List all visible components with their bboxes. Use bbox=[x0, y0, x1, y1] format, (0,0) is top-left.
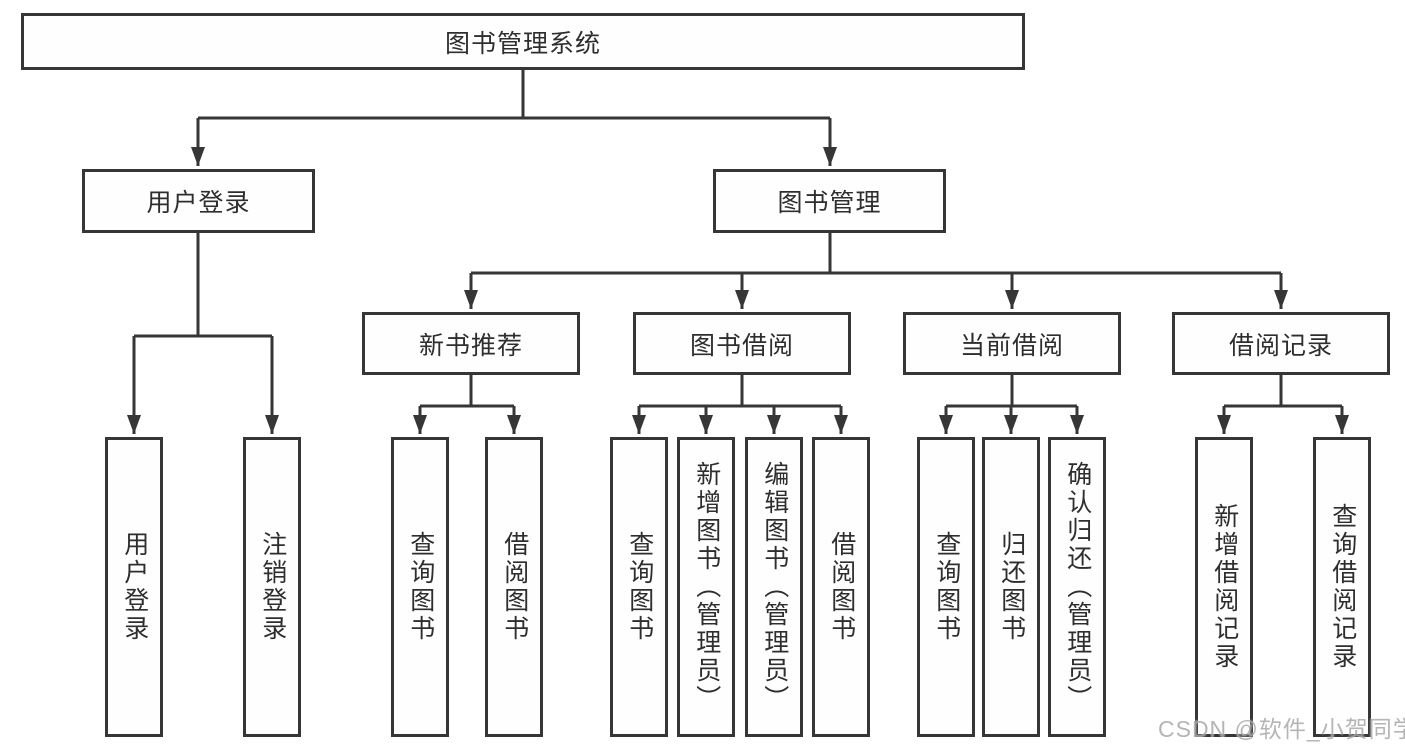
node-book-management: 图书管理 bbox=[713, 169, 946, 233]
leaf-label: 借阅图书 bbox=[500, 531, 529, 643]
node-label: 用户登录 bbox=[146, 189, 251, 217]
node-label: 借阅记录 bbox=[1228, 331, 1333, 360]
node-label: 当前借阅 bbox=[959, 331, 1064, 360]
node-user-login: 用户登录 bbox=[82, 169, 315, 233]
leaf-edit-book-admin: 编辑图书（管理员） bbox=[745, 437, 803, 737]
leaf-return-book: 归还图书 bbox=[982, 437, 1040, 737]
leaf-borrow-books-recommend: 借阅图书 bbox=[485, 437, 543, 737]
leaf-query-books-borrow: 查询图书 bbox=[610, 437, 668, 737]
leaf-add-book-admin: 新增图书（管理员） bbox=[677, 437, 735, 737]
leaf-add-borrow-record: 新增借阅记录 bbox=[1195, 437, 1253, 737]
node-library-management-system: 图书管理系统 bbox=[21, 13, 1025, 70]
leaf-label: 归还图书 bbox=[997, 531, 1026, 643]
leaf-label: 编辑图书（管理员） bbox=[760, 461, 789, 713]
leaf-label: 查询图书 bbox=[932, 531, 961, 643]
leaf-label: 注销登录 bbox=[258, 531, 287, 643]
leaf-borrow-books: 借阅图书 bbox=[812, 437, 870, 737]
leaf-label: 新增图书（管理员） bbox=[692, 461, 721, 713]
leaf-label: 查询图书 bbox=[625, 531, 654, 643]
leaf-label: 借阅图书 bbox=[827, 531, 856, 643]
leaf-user-login: 用户登录 bbox=[105, 437, 163, 737]
leaf-query-borrow-record: 查询借阅记录 bbox=[1313, 437, 1371, 737]
leaf-query-books-current: 查询图书 bbox=[917, 437, 975, 737]
leaf-logout: 注销登录 bbox=[243, 437, 301, 737]
leaf-query-books-recommend: 查询图书 bbox=[391, 437, 449, 737]
leaf-label: 用户登录 bbox=[120, 531, 149, 643]
csdn-watermark: CSDN @软件_小贺同学 bbox=[1158, 716, 1405, 742]
node-label: 图书管理 bbox=[777, 189, 882, 217]
node-new-book-recommend: 新书推荐 bbox=[362, 312, 580, 375]
node-label: 图书借阅 bbox=[689, 331, 794, 360]
leaf-confirm-return-admin: 确认归还（管理员） bbox=[1048, 437, 1106, 737]
leaf-label: 新增借阅记录 bbox=[1210, 503, 1239, 671]
leaf-label: 确认归还（管理员） bbox=[1063, 461, 1092, 713]
leaf-label: 查询借阅记录 bbox=[1328, 503, 1357, 671]
leaf-label: 查询图书 bbox=[406, 531, 435, 643]
node-book-borrowing: 图书借阅 bbox=[633, 312, 851, 375]
node-borrowing-records: 借阅记录 bbox=[1172, 312, 1390, 375]
node-label: 图书管理系统 bbox=[444, 29, 601, 58]
node-label: 新书推荐 bbox=[418, 331, 523, 360]
node-current-borrowing: 当前借阅 bbox=[903, 312, 1121, 375]
